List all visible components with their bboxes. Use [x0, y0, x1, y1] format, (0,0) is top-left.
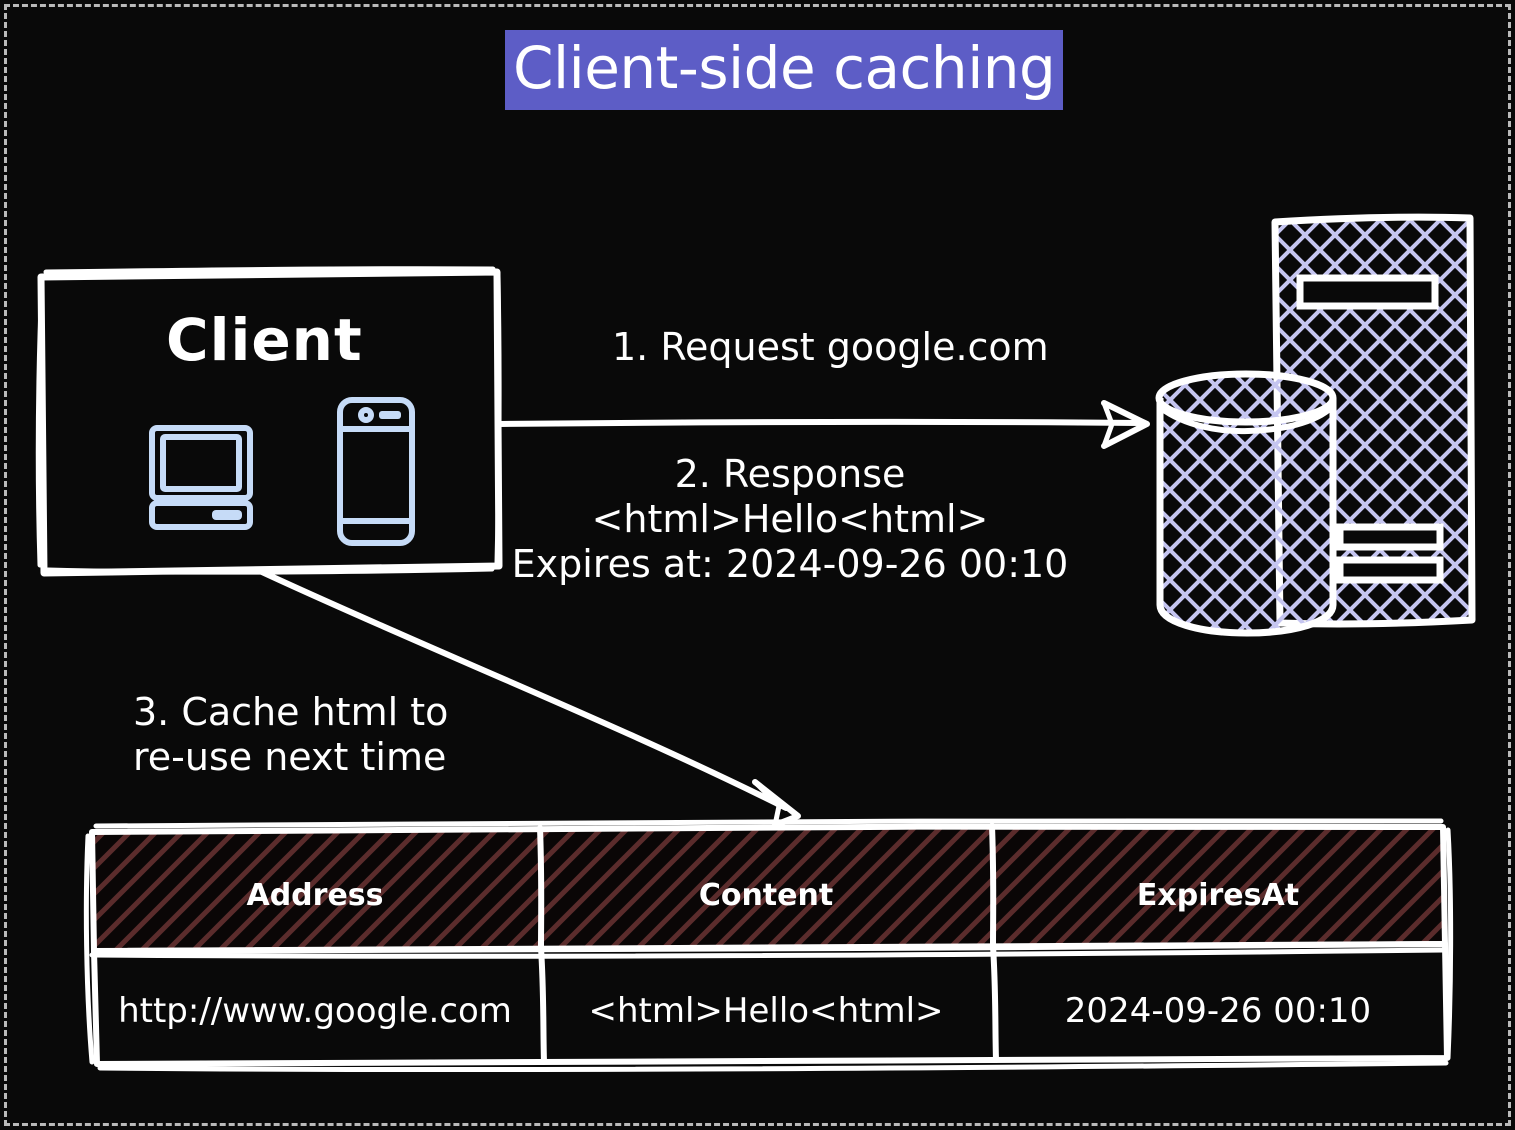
smartphone-icon	[337, 397, 415, 546]
client-label: Client	[166, 306, 363, 374]
table-header-expiresat: ExpiresAt	[1136, 878, 1300, 913]
title-highlight: Client-side caching	[505, 30, 1064, 110]
request-arrow	[497, 400, 1150, 449]
step-2-line-2: <html>Hello<html>	[591, 496, 989, 541]
step-1-label: 1. Request google.com	[612, 325, 1049, 369]
page-title-text: Client-side caching	[513, 34, 1056, 102]
step-2-line-1: 2. Response	[674, 452, 906, 496]
step-3-label: 3. Cache html to re-use next time	[133, 690, 533, 780]
table-cell-expiresat: 2024-09-26 00:10	[1064, 991, 1372, 1031]
page-title: Client-side caching	[505, 30, 1064, 110]
step-3-line-2: re-use next time	[133, 734, 447, 779]
table-header-content: Content	[698, 878, 834, 913]
table-cell-content: <html>Hello<html>	[588, 991, 944, 1031]
database-cylinder-icon	[1155, 370, 1337, 637]
client-box	[35, 266, 503, 577]
step-2-line-3: Expires at: 2024-09-26 00:10	[511, 541, 1069, 586]
desktop-computer-icon	[149, 425, 253, 530]
step-2-label: 2. Response <html>Hello<html> Expires at…	[470, 452, 1110, 586]
table-cell-address: http://www.google.com	[118, 991, 512, 1031]
cache-table	[83, 818, 1454, 1073]
table-header-address: Address	[246, 878, 384, 913]
step-3-line-1: 3. Cache html to	[133, 690, 449, 734]
